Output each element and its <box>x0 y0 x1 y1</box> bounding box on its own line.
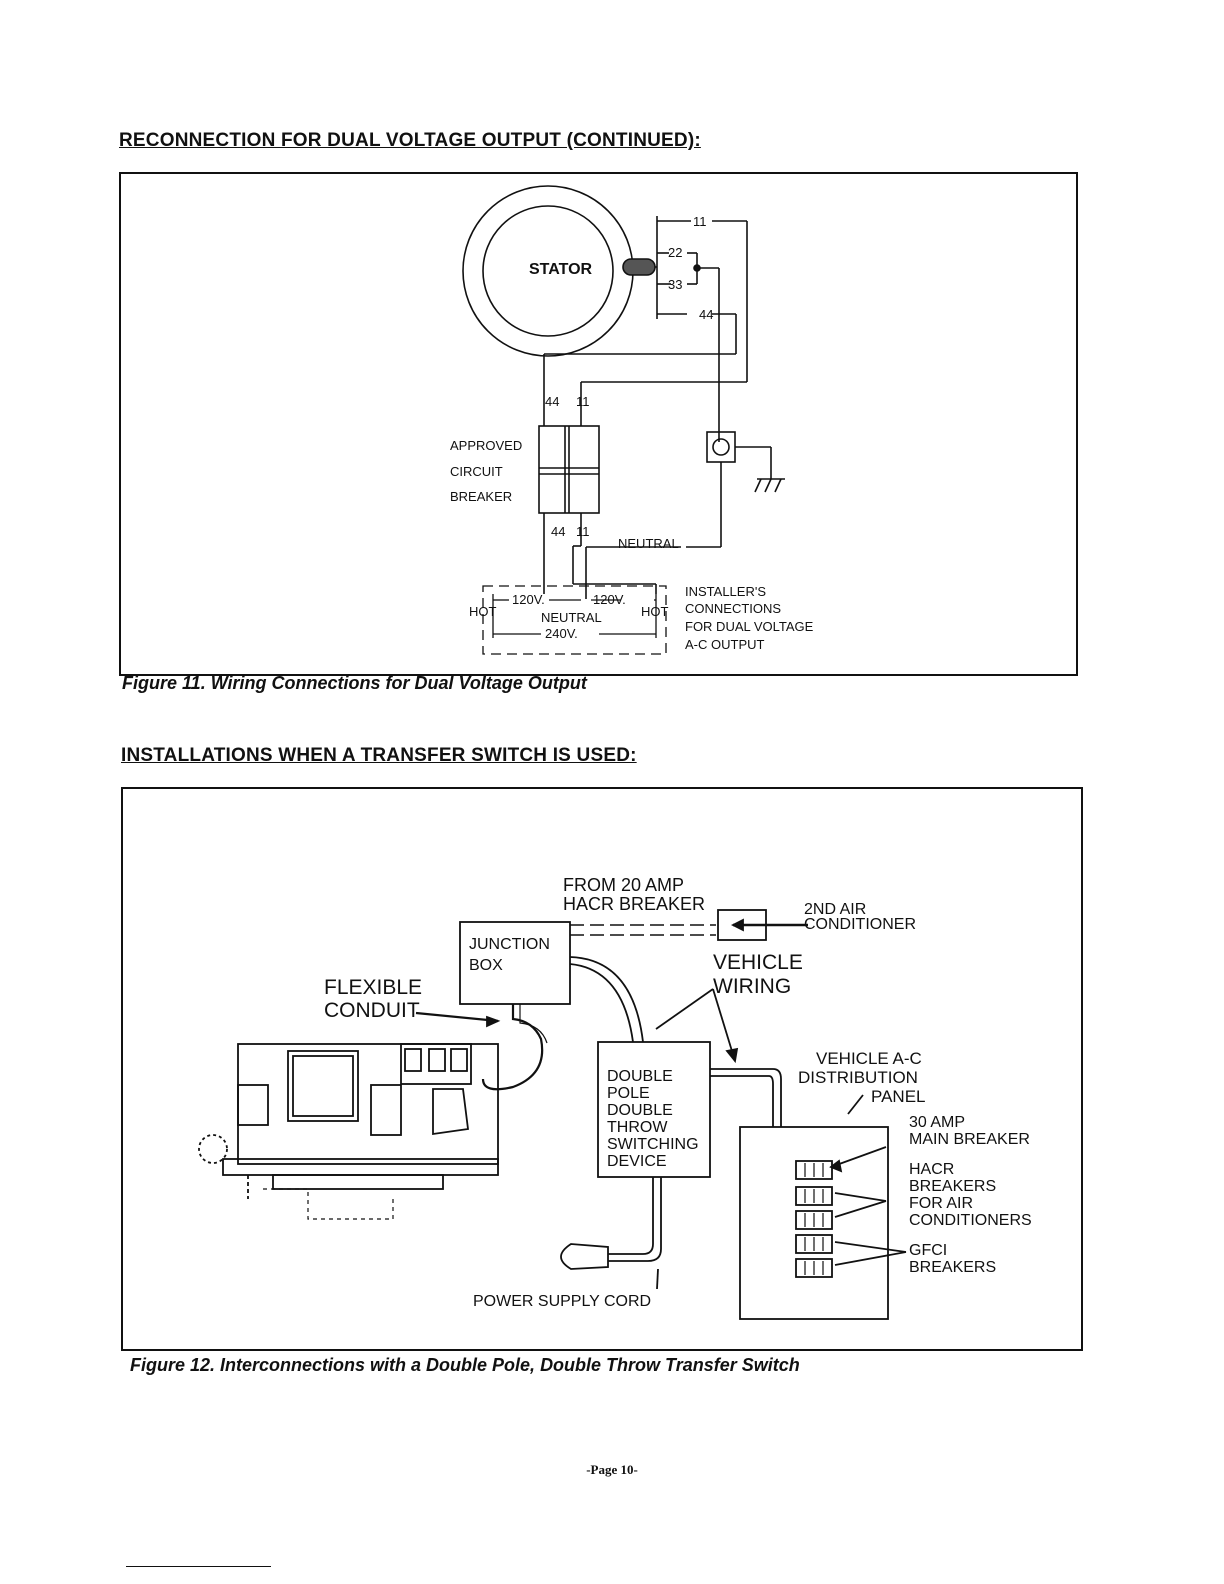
generator-set <box>198 1043 499 1199</box>
figure-12-frame: FROM 20 AMP HACR BREAKER 2ND AIR CONDITI… <box>121 787 1083 1351</box>
figure-12-caption: Figure 12. Interconnections with a Doubl… <box>130 1355 800 1375</box>
stator-inner-ring <box>482 205 614 337</box>
breaker-label-line2: CIRCUIT <box>450 464 503 479</box>
figure-12-interconnection-diagram: FROM 20 AMP HACR BREAKER 2ND AIR CONDITI… <box>198 875 1032 1320</box>
breaker-input-44: 44 <box>545 394 559 409</box>
dpdt-label-line2: POLE <box>607 1085 650 1102</box>
installer-note-line1: INSTALLER'S <box>685 584 766 599</box>
gfci-label-line2: BREAKERS <box>909 1259 996 1276</box>
panel-label-line3: PANEL <box>871 1087 926 1106</box>
dpdt-label-line1: DOUBLE <box>607 1068 673 1085</box>
lead-11-label: 11 <box>693 214 707 229</box>
breaker-label-line1: APPROVED <box>450 438 522 453</box>
breaker-input-11: 11 <box>576 394 590 409</box>
from-breaker-line1: FROM 20 AMP <box>563 875 684 895</box>
figure-11-caption: Figure 11. Wiring Connections for Dual V… <box>122 673 587 693</box>
page-number: -Page 10- <box>586 1462 638 1477</box>
flexible-conduit-line2: CONDUIT <box>324 999 420 1022</box>
neutral-label-bottom: NEUTRAL <box>541 610 602 625</box>
voltage-240: 240V. <box>545 626 578 641</box>
hot-right-label: HOT <box>641 604 669 619</box>
main-breaker-line1: 30 AMP <box>909 1114 965 1131</box>
vehicle-wiring-line1: VEHICLE <box>713 951 803 974</box>
gfci-label-line1: GFCI <box>909 1242 947 1259</box>
junction-box-line2: BOX <box>469 957 503 974</box>
distribution-panel <box>739 1126 889 1320</box>
stator-label: STATOR <box>529 261 593 278</box>
footer-rule <box>126 1566 271 1567</box>
dpdt-label-line3: DOUBLE <box>607 1102 673 1119</box>
lead-22-label: 22 <box>668 245 682 260</box>
hot-left-label: HOT <box>469 604 497 619</box>
main-breaker-line2: MAIN BREAKER <box>909 1131 1030 1148</box>
breaker-output-11: 11 <box>576 524 590 539</box>
power-plug <box>560 1243 609 1270</box>
vehicle-wiring-line2: WIRING <box>713 975 791 998</box>
dpdt-switch-box <box>597 1041 711 1178</box>
section-heading-dual-voltage: RECONNECTION FOR DUAL VOLTAGE OUTPUT (CO… <box>119 130 701 151</box>
installer-note-line3: FOR DUAL VOLTAGE <box>685 619 814 634</box>
neutral-label-top: NEUTRAL <box>618 536 679 551</box>
installer-connections-box <box>482 585 667 655</box>
dpdt-label-line6: DEVICE <box>607 1153 667 1170</box>
panel-breaker-4 <box>795 1234 833 1254</box>
panel-label-line1: VEHICLE A-C <box>816 1049 922 1068</box>
power-supply-cord-label: POWER SUPPLY CORD <box>473 1293 651 1310</box>
installer-note-line4: A-C OUTPUT <box>685 637 765 652</box>
junction-box-line1: JUNCTION <box>469 936 550 953</box>
hacr-label-line4: CONDITIONERS <box>909 1212 1032 1229</box>
panel-breaker-1 <box>795 1160 833 1180</box>
ground-lug <box>706 431 736 463</box>
hacr-label-line2: BREAKERS <box>909 1178 996 1195</box>
lead-bundle <box>622 258 656 276</box>
dpdt-label-line5: SWITCHING <box>607 1136 699 1153</box>
junction-box <box>459 921 571 1005</box>
section-heading-transfer-switch: INSTALLATIONS WHEN A TRANSFER SWITCH IS … <box>121 745 637 766</box>
dpdt-label-line4: THROW <box>607 1119 668 1136</box>
flexible-conduit-line1: FLEXIBLE <box>324 976 422 999</box>
panel-breaker-3 <box>795 1210 833 1230</box>
hacr-label-line1: HACR <box>909 1161 954 1178</box>
figure-11-frame: STATOR 11 22 33 44 44 11 APPROVED CIRCUI… <box>119 172 1078 676</box>
breaker-output-44: 44 <box>551 524 565 539</box>
breaker-label-line3: BREAKER <box>450 489 512 504</box>
from-breaker-line2: HACR BREAKER <box>563 894 705 914</box>
lead-44-label: 44 <box>699 307 713 322</box>
hacr-label-line3: FOR AIR <box>909 1195 973 1212</box>
lead-33-label: 33 <box>668 277 682 292</box>
figure-11-wiring-diagram: STATOR 11 22 33 44 44 11 APPROVED CIRCUI… <box>450 185 814 655</box>
panel-breaker-5 <box>795 1258 833 1278</box>
second-ac-line1: 2ND AIR <box>804 901 866 918</box>
voltage-120-right: 120V. <box>593 592 626 607</box>
second-ac-line2: CONDITIONER <box>804 916 916 933</box>
voltage-120-left: 120V. <box>512 592 545 607</box>
panel-breaker-2 <box>795 1186 833 1206</box>
panel-label-line2: DISTRIBUTION <box>798 1068 918 1087</box>
installer-note-line2: CONNECTIONS <box>685 601 781 616</box>
